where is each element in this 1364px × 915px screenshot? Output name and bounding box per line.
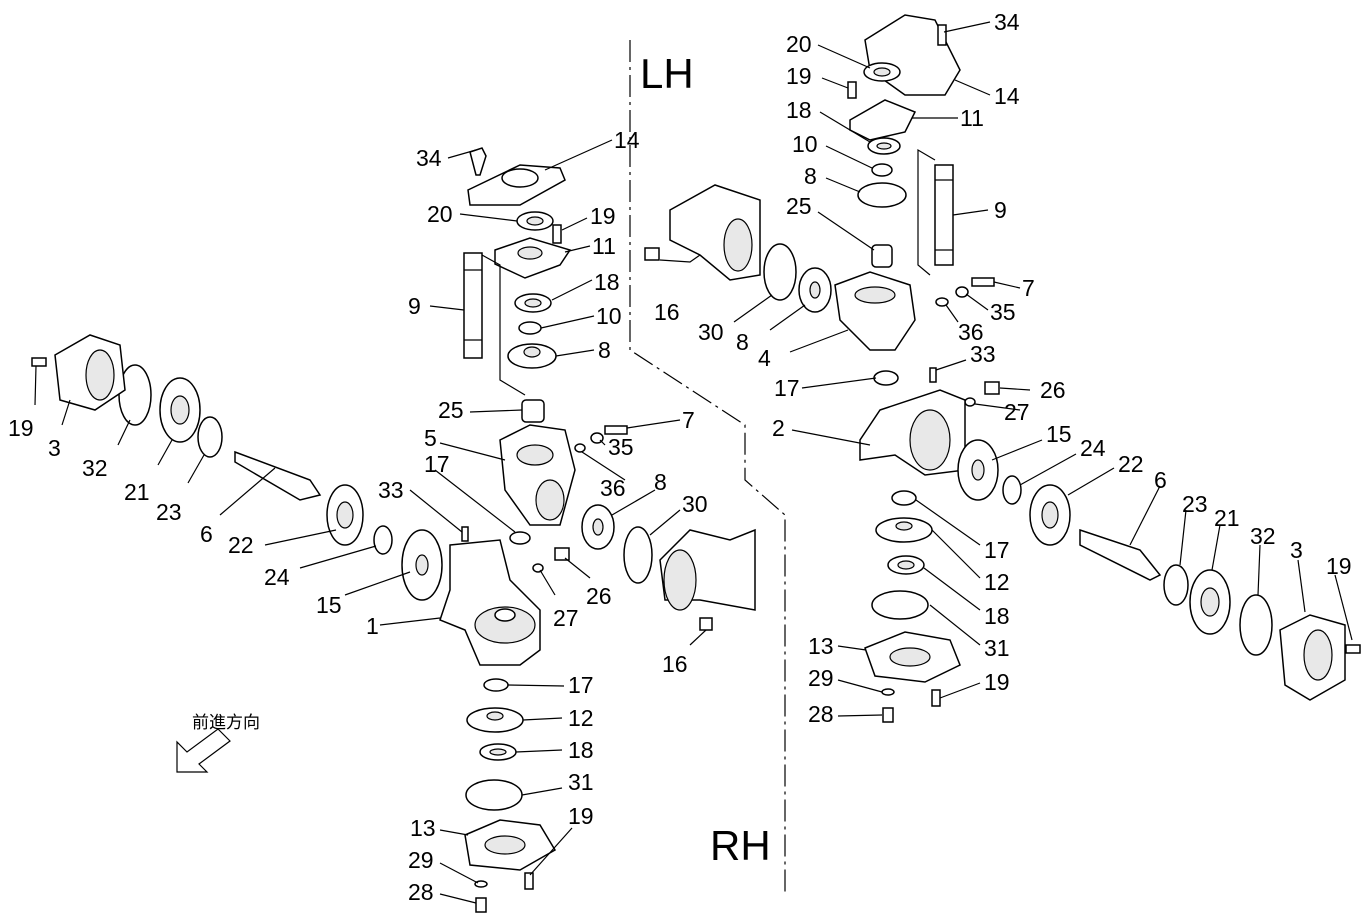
lh-callout-21: 21 bbox=[1214, 505, 1240, 531]
rh-callout-28: 28 bbox=[408, 879, 434, 905]
rh-callouts: 34 14 20 19 11 9 18 10 8 25 7 5 35 36 8 … bbox=[8, 127, 708, 905]
lh-leaders bbox=[659, 21, 1353, 717]
lh-callout-31: 31 bbox=[984, 635, 1010, 661]
lh-callout-26: 26 bbox=[1040, 377, 1066, 403]
rh-callout-11: 11 bbox=[592, 233, 616, 259]
lh-callout-14: 14 bbox=[994, 83, 1020, 109]
lh-callout-34: 34 bbox=[994, 9, 1020, 35]
lh-callout-15: 15 bbox=[1046, 421, 1072, 447]
rh-callout-36: 36 bbox=[600, 475, 626, 501]
rh-callout-35: 35 bbox=[608, 434, 634, 460]
lh-callout-23: 23 bbox=[1182, 491, 1208, 517]
rh-callout-18-top: 18 bbox=[594, 269, 620, 295]
rh-callout-17-bottom: 17 bbox=[568, 672, 594, 698]
lh-callout-16: 16 bbox=[654, 299, 680, 325]
lh-callout-18-top: 18 bbox=[786, 97, 812, 123]
lh-rh-divider bbox=[629, 40, 786, 895]
lh-callout-17-top: 17 bbox=[774, 375, 800, 401]
lh-callout-22: 22 bbox=[1118, 451, 1144, 477]
forward-arrow-icon bbox=[176, 728, 231, 773]
rh-assembly bbox=[31, 147, 756, 913]
rh-callout-3: 3 bbox=[48, 435, 61, 461]
lh-callout-9: 9 bbox=[994, 197, 1007, 223]
lh-callouts: 34 20 19 14 18 11 10 8 9 25 7 35 16 30 8… bbox=[654, 9, 1352, 727]
rh-callout-15: 15 bbox=[316, 592, 342, 618]
rh-callout-14: 14 bbox=[614, 127, 640, 153]
forward-direction-label: 前進方向 bbox=[192, 713, 260, 732]
lh-callout-11: 11 bbox=[960, 105, 984, 131]
lh-callout-4: 4 bbox=[758, 345, 771, 371]
rh-callout-8-top: 8 bbox=[598, 337, 611, 363]
rh-callout-27: 27 bbox=[553, 605, 579, 631]
rh-callout-8-side: 8 bbox=[654, 469, 667, 495]
rh-callout-17-top: 17 bbox=[424, 451, 450, 477]
lh-callout-24: 24 bbox=[1080, 435, 1106, 461]
rh-callout-31: 31 bbox=[568, 769, 594, 795]
lh-callout-19-hub: 19 bbox=[1326, 553, 1352, 579]
lh-callout-25: 25 bbox=[786, 193, 812, 219]
rh-callout-29: 29 bbox=[408, 847, 434, 873]
rh-callout-9: 9 bbox=[408, 293, 421, 319]
rh-callout-25: 25 bbox=[438, 397, 464, 423]
lh-callout-19-bottom: 19 bbox=[984, 669, 1010, 695]
rh-callout-23: 23 bbox=[156, 499, 182, 525]
lh-callout-19-top: 19 bbox=[786, 63, 812, 89]
rh-label: RH bbox=[710, 822, 771, 869]
rh-callout-10: 10 bbox=[596, 303, 622, 329]
rh-callout-1: 1 bbox=[366, 613, 379, 639]
rh-callout-33: 33 bbox=[378, 477, 404, 503]
lh-callout-13: 13 bbox=[808, 633, 834, 659]
lh-callout-18-bottom: 18 bbox=[984, 603, 1010, 629]
forward-direction-indicator: 前進方向 bbox=[176, 713, 260, 773]
rh-callout-24: 24 bbox=[264, 564, 290, 590]
rh-callout-7: 7 bbox=[682, 407, 695, 433]
lh-callout-10: 10 bbox=[792, 131, 818, 157]
lh-callout-8-side: 8 bbox=[736, 329, 749, 355]
rh-callout-16: 16 bbox=[662, 651, 688, 677]
rh-leaders bbox=[34, 139, 707, 904]
rh-callout-19-hub: 19 bbox=[8, 415, 34, 441]
rh-callout-22: 22 bbox=[228, 532, 254, 558]
rh-callout-21: 21 bbox=[124, 479, 150, 505]
lh-callout-6: 6 bbox=[1154, 467, 1167, 493]
lh-callout-32: 32 bbox=[1250, 523, 1276, 549]
lh-callout-33: 33 bbox=[970, 341, 996, 367]
rh-callout-26: 26 bbox=[586, 583, 612, 609]
rh-callout-34: 34 bbox=[416, 145, 442, 171]
lh-callout-8-top: 8 bbox=[804, 163, 817, 189]
rh-callout-19-bottom: 19 bbox=[568, 803, 594, 829]
rh-callout-20: 20 bbox=[427, 201, 453, 227]
rh-callout-18-bottom: 18 bbox=[568, 737, 594, 763]
lh-callout-3: 3 bbox=[1290, 537, 1303, 563]
lh-callout-27: 27 bbox=[1004, 399, 1030, 425]
rh-callout-19-top: 19 bbox=[590, 203, 616, 229]
rh-callout-32: 32 bbox=[82, 455, 108, 481]
lh-callout-12: 12 bbox=[984, 569, 1010, 595]
lh-callout-36: 36 bbox=[958, 319, 984, 345]
rh-callout-5: 5 bbox=[424, 425, 437, 451]
rh-callout-13: 13 bbox=[410, 815, 436, 841]
lh-callout-30: 30 bbox=[698, 319, 724, 345]
lh-callout-2: 2 bbox=[772, 415, 785, 441]
lh-callout-7: 7 bbox=[1022, 275, 1035, 301]
lh-callout-20: 20 bbox=[786, 31, 812, 57]
lh-callout-29: 29 bbox=[808, 665, 834, 691]
lh-label: LH bbox=[640, 50, 694, 97]
lh-callout-35: 35 bbox=[990, 299, 1016, 325]
rh-callout-12: 12 bbox=[568, 705, 594, 731]
rh-callout-30: 30 bbox=[682, 491, 708, 517]
lh-callout-17-bottom: 17 bbox=[984, 537, 1010, 563]
rh-callout-6: 6 bbox=[200, 521, 213, 547]
lh-callout-28: 28 bbox=[808, 701, 834, 727]
